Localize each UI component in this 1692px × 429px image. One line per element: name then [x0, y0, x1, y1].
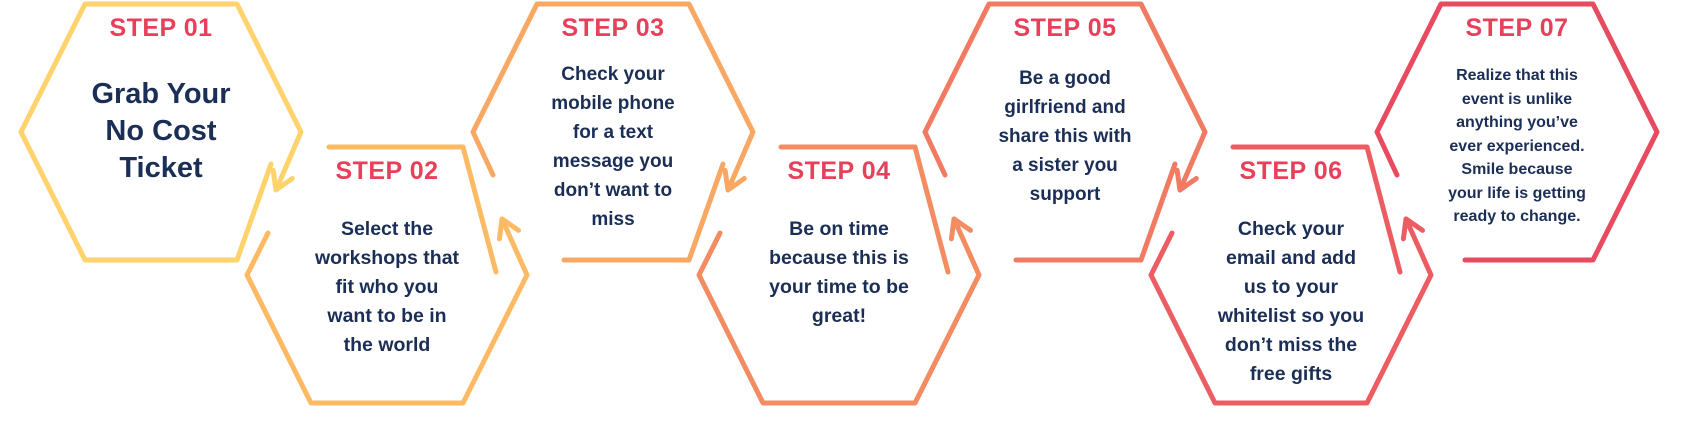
step-text: Realize that this event is unlike anythi… [1448, 67, 1586, 225]
hexagon-outline [326, 144, 499, 275]
hexagon-outline [922, 1, 1208, 263]
hexagon-outline [1374, 1, 1660, 263]
step-label: STEP 05 [1013, 14, 1117, 42]
step-text: Select the workshops that fit who you wa… [314, 218, 460, 356]
hexagon-outline [1230, 144, 1403, 275]
arrow-head-icon [1400, 216, 1425, 242]
arrow-head-icon [270, 167, 295, 193]
step-label: STEP 06 [1239, 157, 1343, 185]
step-label: STEP 03 [561, 14, 665, 42]
hexagon-outline [696, 216, 982, 406]
step-label: STEP 04 [787, 157, 891, 185]
step-text: Check your email and add us to your whit… [1217, 218, 1365, 385]
step-text: Be a good girlfriend and share this with… [998, 68, 1132, 205]
step-label: STEP 01 [109, 14, 213, 42]
step-text: Be on time because this is your time to … [769, 218, 909, 327]
arrow-head-icon [948, 216, 973, 242]
hexagon-outline [18, 1, 304, 263]
hexagon-outline [1148, 216, 1434, 406]
arrow-head-icon [496, 216, 521, 242]
hexagon-outline [778, 144, 951, 275]
hexagon-outline [470, 1, 756, 263]
step-label: STEP 02 [335, 157, 439, 185]
step-label: STEP 07 [1465, 14, 1569, 42]
step-text: Grab Your No Cost Ticket [91, 78, 231, 184]
step-text: Check your mobile phone for a text messa… [551, 64, 675, 230]
hexagon-outline [244, 216, 530, 406]
arrow-head-icon [722, 167, 747, 193]
arrow-head-icon [1174, 167, 1199, 193]
